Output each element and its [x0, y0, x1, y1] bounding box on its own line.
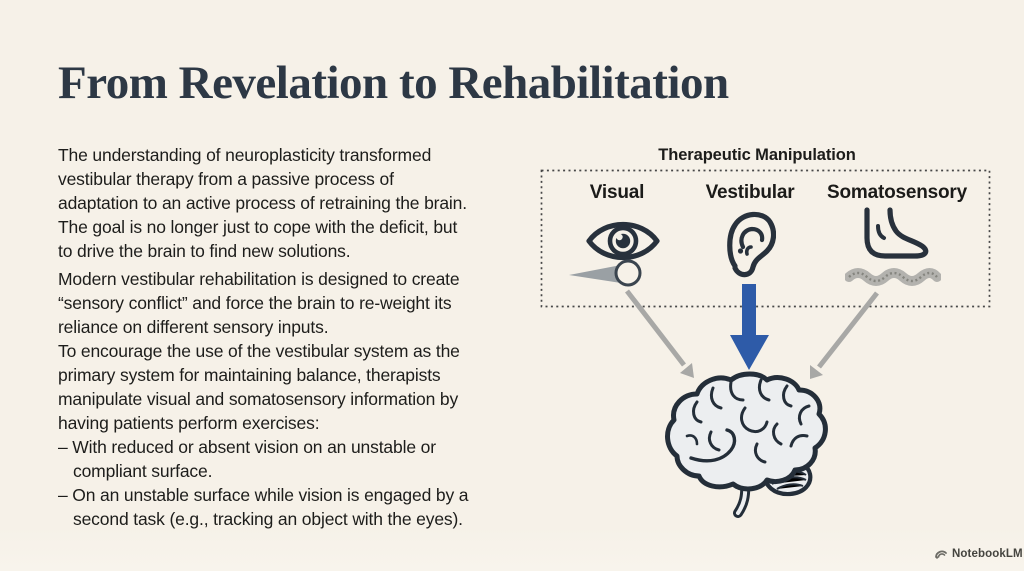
- brain-illustration: [665, 371, 828, 518]
- visual-to-brain-arrow: [625, 289, 694, 378]
- body-text-column: The understanding of neuroplasticity tra…: [58, 143, 558, 531]
- bullet-unstable-surface: – On an unstable surface while vision is…: [58, 485, 469, 529]
- brand-text: NotebookLM: [952, 548, 1023, 560]
- diagram-title: Therapeutic Manipulation: [658, 146, 856, 164]
- bullet-reduced-vision: – With reduced or absent vision on an un…: [58, 437, 436, 481]
- label-somatosensory: Somatosensory: [827, 182, 967, 203]
- foot-icon: [851, 207, 935, 272]
- notebooklm-logo-icon: [935, 550, 947, 559]
- vestibular-to-brain-arrow: [730, 284, 769, 370]
- somatosensory-to-brain-arrow: [810, 291, 879, 379]
- label-visual: Visual: [589, 182, 645, 203]
- paragraph-neuroplasticity: The understanding of neuroplasticity tra…: [58, 145, 467, 261]
- ear-icon: [726, 209, 777, 287]
- label-vestibular: Vestibular: [705, 182, 795, 203]
- page-title: From Revelation to Rehabilitation: [58, 57, 729, 109]
- footer-brand: NotebookLM: [934, 547, 1023, 561]
- motion-target-icon: [567, 257, 643, 292]
- unstable-surface-icon: [844, 266, 942, 293]
- paragraph-sensory-conflict: Modern vestibular rehabilitation is desi…: [58, 269, 460, 433]
